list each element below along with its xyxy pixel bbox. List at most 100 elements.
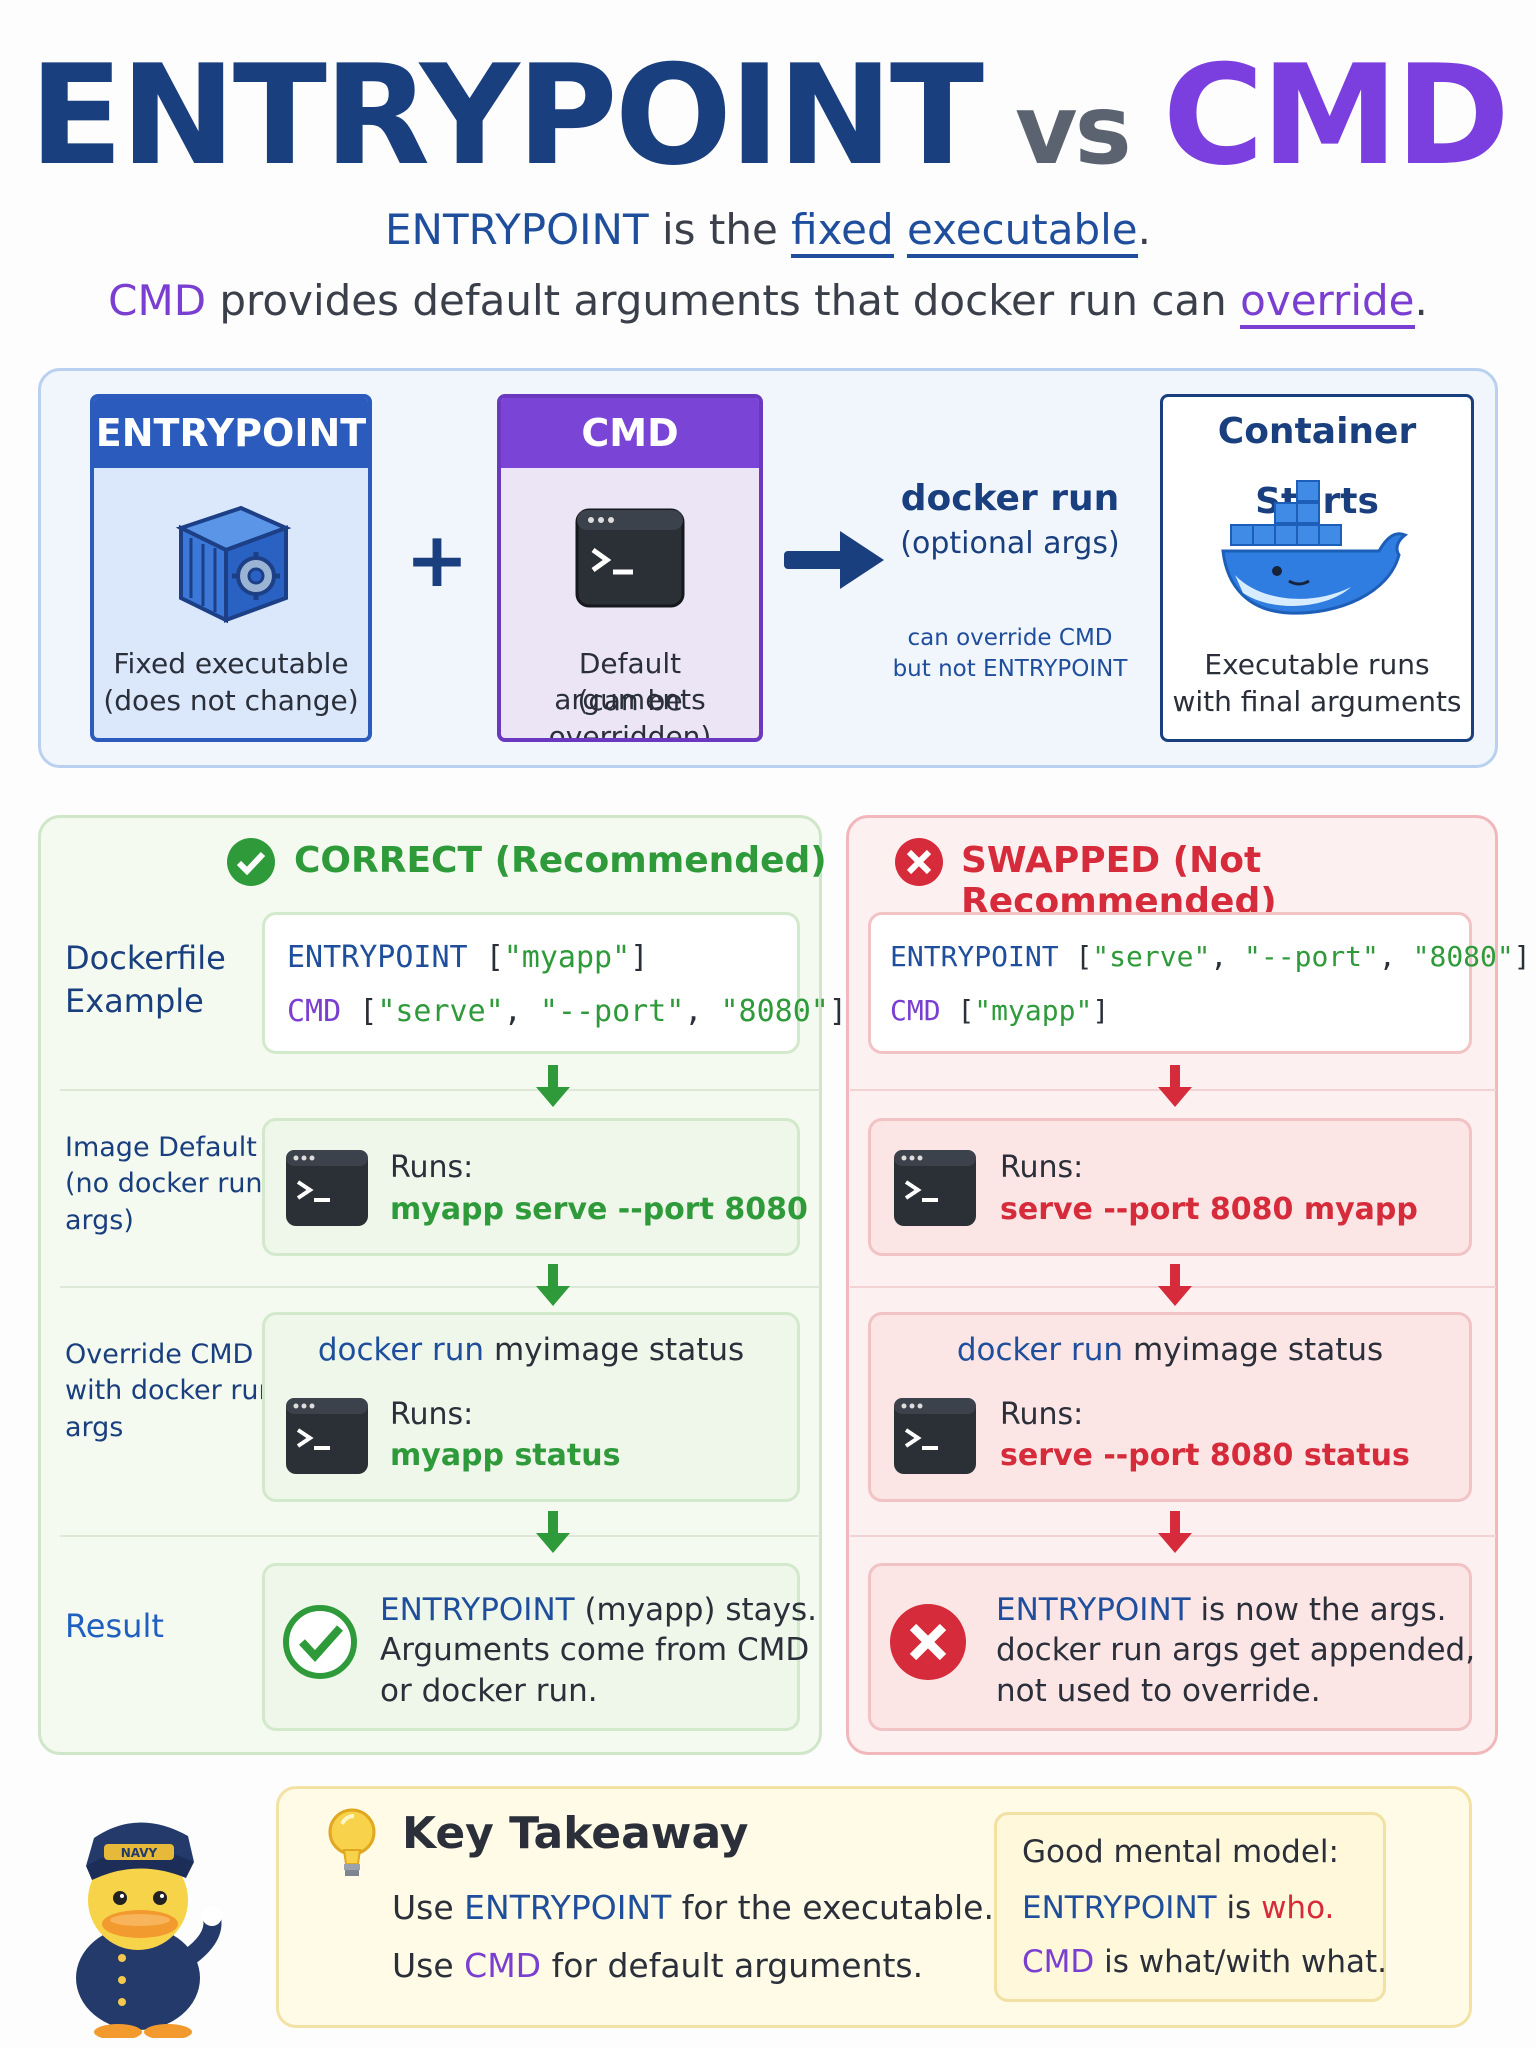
entrypoint-card: ENTRYPOINT Fixed executable (does not ch… <box>90 394 372 742</box>
cmd-caption-2: (can be overridden) <box>548 684 712 742</box>
code-comma: , <box>1210 940 1245 973</box>
down-arrow-icon <box>536 1511 570 1553</box>
row-label-image-default-3: args) <box>65 1204 134 1236</box>
docker-run-note-1: can override CMD <box>907 625 1113 651</box>
entrypoint-caption-1: Fixed executable <box>113 647 349 680</box>
result-line-1: is now the args. <box>1200 1592 1447 1628</box>
container-caption-1: Executable runs <box>1204 648 1430 681</box>
terminal-icon <box>575 508 685 608</box>
result-line-3: or docker run. <box>380 1672 598 1709</box>
code-comma: , <box>503 994 540 1029</box>
mental-model-title: Good mental model: <box>1022 1834 1339 1870</box>
code-bracket: [ <box>1075 940 1093 973</box>
container-card: Container Starts Executable runs with fi… <box>1160 394 1474 742</box>
row-label-override-2: with docker run <box>65 1375 276 1407</box>
command-keyword: docker run <box>956 1332 1124 1368</box>
correct-override-command: docker run myimage status <box>262 1332 800 1368</box>
code-bracket: ] <box>828 994 847 1029</box>
code-bracket: [ <box>485 940 504 975</box>
command-args: myimage status <box>1132 1332 1384 1368</box>
model-keyword: CMD <box>1022 1944 1095 1980</box>
correct-dockerfile-box <box>262 912 800 1054</box>
code-bracket: ] <box>1092 994 1110 1027</box>
code-string: "8080" <box>720 994 829 1029</box>
divider <box>60 1535 820 1537</box>
runs-label: Runs: <box>390 1150 474 1185</box>
code-keyword: CMD <box>890 994 941 1027</box>
subtitle-fixed: fixed <box>791 205 894 258</box>
terminal-icon <box>894 1398 976 1474</box>
subtitle-line-2: CMD provides default arguments that dock… <box>0 276 1536 329</box>
code-string: "myapp" <box>503 940 631 975</box>
runs-label: Runs: <box>390 1397 474 1432</box>
title-vs: vs <box>1015 74 1132 186</box>
result-line-2: docker run args get appended, <box>996 1632 1476 1669</box>
docker-whale-icon <box>1221 480 1409 615</box>
takeaway-text: for default arguments. <box>551 1946 924 1985</box>
docker-run-title: docker run <box>900 478 1120 519</box>
row-label-dockerfile-2: Example <box>65 982 204 1021</box>
container-cube-icon <box>175 505 292 624</box>
x-circle-icon <box>895 838 943 886</box>
takeaway-use: Use <box>392 1888 454 1927</box>
correct-dockerfile-line-2: CMD ["serve", "--port", "8080"] <box>287 994 847 1029</box>
mental-model-line-1: ENTRYPOINT is who. <box>1022 1890 1334 1926</box>
terminal-icon <box>286 1398 368 1474</box>
model-keyword: ENTRYPOINT <box>1022 1890 1217 1926</box>
swapped-dockerfile-box <box>868 912 1472 1054</box>
down-arrow-icon <box>1158 1065 1192 1107</box>
code-keyword: CMD <box>287 994 342 1029</box>
swapped-title: SWAPPED (Not Recommended) <box>961 840 1277 922</box>
command-args: myimage status <box>493 1332 745 1368</box>
model-what: is what/with what. <box>1104 1944 1387 1980</box>
swapped-default-runs: serve --port 8080 myapp <box>1000 1192 1418 1227</box>
takeaway-keyword: CMD <box>464 1946 542 1985</box>
x-circle-icon <box>890 1604 966 1680</box>
code-bracket: [ <box>359 994 378 1029</box>
row-label-override-3: args <box>65 1411 124 1443</box>
correct-override-runs: myapp status <box>390 1438 621 1473</box>
command-keyword: docker run <box>317 1332 485 1368</box>
code-bracket: [ <box>957 994 975 1027</box>
subtitle-override: override <box>1240 276 1415 329</box>
row-label-image-default-1: Image Default <box>65 1132 257 1163</box>
lightbulb-icon <box>328 1808 376 1876</box>
down-arrow-icon <box>536 1264 570 1306</box>
entrypoint-caption-2: (does not change) <box>103 684 359 717</box>
duck-captain-mascot: NAVY <box>76 1822 222 2038</box>
code-string: "serve" <box>377 994 504 1029</box>
container-caption-2: with final arguments <box>1172 685 1462 718</box>
subtitle-period-1: . <box>1137 205 1151 254</box>
divider <box>60 1286 820 1288</box>
title-cmd: CMD <box>1162 35 1510 196</box>
subtitle-entrypoint: ENTRYPOINT <box>385 205 649 254</box>
code-keyword: ENTRYPOINT <box>287 940 468 975</box>
swapped-dockerfile-line-1: ENTRYPOINT ["serve", "--port", "8080"] <box>890 940 1531 973</box>
code-bracket: ] <box>1513 940 1531 973</box>
subtitle-is-the: is the <box>661 205 778 254</box>
takeaway-use: Use <box>392 1946 454 1985</box>
docker-run-note-2: but not ENTRYPOINT <box>892 656 1128 682</box>
mental-model-box <box>994 1812 1386 2002</box>
mental-model-line-2: CMD is what/with what. <box>1022 1944 1387 1980</box>
correct-default-runs: myapp serve --port 8080 <box>390 1192 808 1227</box>
result-line-2: Arguments come from CMD <box>380 1632 810 1669</box>
subtitle-cmd: CMD <box>108 276 207 325</box>
mascot-cap-label: NAVY <box>121 1846 158 1860</box>
code-keyword: ENTRYPOINT <box>890 940 1059 973</box>
subtitle-period-2: . <box>1414 276 1428 325</box>
title-entrypoint: ENTRYPOINT <box>29 35 984 196</box>
model-who: who. <box>1261 1890 1335 1926</box>
down-arrow-icon <box>1158 1511 1192 1553</box>
row-label-dockerfile-1: Dockerfile <box>65 939 226 977</box>
divider <box>60 1089 820 1091</box>
row-label-image-default-2: (no docker run <box>65 1168 263 1200</box>
code-comma: , <box>684 994 721 1029</box>
correct-dockerfile-line-1: ENTRYPOINT ["myapp"] <box>287 940 648 975</box>
row-label-image-default: Image Default (no docker run args) <box>65 1130 263 1239</box>
result-keyword: ENTRYPOINT <box>996 1592 1191 1628</box>
flow-arrow-icon <box>784 531 884 589</box>
check-circle-icon <box>227 838 275 886</box>
model-is: is <box>1226 1890 1252 1926</box>
row-label-override-1: Override CMD <box>65 1339 254 1370</box>
